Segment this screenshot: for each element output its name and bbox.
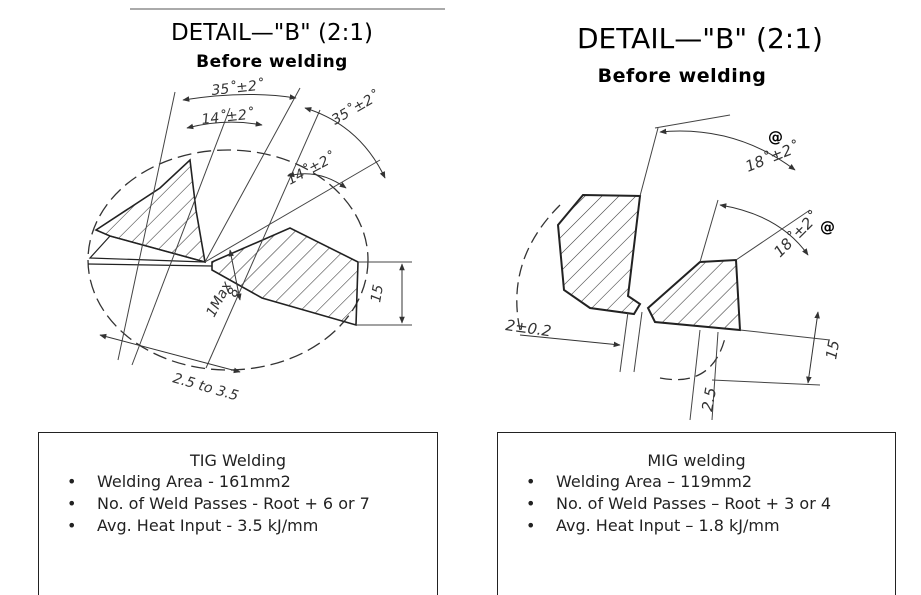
tig-welding-list: •Welding Area - 161mm2 •No. of Weld Pass… <box>39 471 370 537</box>
dim-max-gap: 1Max <box>203 278 235 320</box>
bullet: • <box>67 494 77 513</box>
right-detail-subtitle: Before welding <box>598 65 767 87</box>
angle-top-mark: @ <box>768 128 783 146</box>
list-item: •Welding Area – 119mm2 <box>526 472 753 491</box>
list-item: •Avg. Heat Input – 1.8 kJ/mm <box>526 516 780 535</box>
angle-bottom-mark: @ <box>820 218 835 236</box>
list-item: •No. of Weld Passes – Root + 3 or 4 <box>526 494 832 513</box>
mig-welding-box: MIG welding •Welding Area – 119mm2 •No. … <box>497 432 896 595</box>
tig-welding-box: TIG Welding •Welding Area - 161mm2 •No. … <box>38 432 438 595</box>
lower-plate-section <box>211 227 359 327</box>
left-detail-circle <box>87 149 369 371</box>
weld-detail-drawings: DETAIL—"B" (2:1) Before welding 35˚±2˚ 1… <box>87 8 843 421</box>
bullet: • <box>67 516 77 535</box>
dim-angle-bottom: 18˚±2˚ <box>770 208 823 261</box>
right-plate-section <box>646 258 742 332</box>
tig-joint-drawing: DETAIL—"B" (2:1) Before welding 35˚±2˚ 1… <box>87 8 445 404</box>
bullet: • <box>526 516 536 535</box>
bullet: • <box>67 472 77 491</box>
mig-joint-drawing: DETAIL—"B" (2:1) Before welding @ @ 18˚±… <box>504 22 843 421</box>
list-item: •Avg. Heat Input - 3.5 kJ/mm <box>67 516 319 535</box>
list-item: •No. of Weld Passes - Root + 6 or 7 <box>67 494 370 513</box>
mig-welding-list: •Welding Area – 119mm2 •No. of Weld Pass… <box>498 471 831 537</box>
dim-thickness-right: 15 <box>822 339 843 361</box>
tig-welding-title: TIG Welding <box>189 451 287 470</box>
mig-welding-title: MIG welding <box>647 451 746 470</box>
bullet: • <box>526 472 536 491</box>
left-plate-section <box>556 193 642 316</box>
list-item: •Welding Area - 161mm2 <box>67 472 291 491</box>
right-detail-title: DETAIL—"B" (2:1) <box>577 22 823 55</box>
left-detail-title: DETAIL—"B" (2:1) <box>171 20 373 46</box>
dim-outer-angle-right: 35˚±2˚ <box>329 88 383 129</box>
dim-root-gap: 2.5 to 3.5 <box>171 370 240 404</box>
right-detail-circle <box>516 204 726 381</box>
dim-inner-angle-left: 14˚±2˚ <box>201 106 255 128</box>
dim-outer-angle-left: 35˚±2˚ <box>211 77 265 99</box>
dim-inner-angle-right: 14˚±2˚ <box>284 149 338 189</box>
dim-land: 2.5 <box>698 386 720 413</box>
left-detail-subtitle: Before welding <box>196 52 348 72</box>
dim-gap: 2±0.2 <box>504 316 552 340</box>
dim-thickness-left: 15 <box>368 283 387 303</box>
bullet: • <box>526 494 536 513</box>
